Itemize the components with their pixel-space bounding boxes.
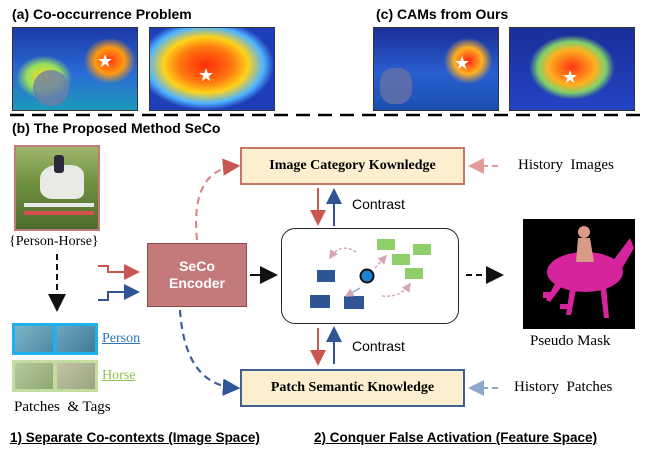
footer-step2: 2) Conquer False Activation (Feature Spa… [314,430,598,445]
mask-horse-body [547,252,623,292]
star-icon: ★ [97,51,114,71]
panel-a-title: (a) Co-occurrence Problem [12,6,192,22]
dashed-arrow-encoder-to-patch-knowledge [178,309,241,396]
mask-horse-leg [566,289,576,315]
mask-rider-body [576,238,594,262]
blue-arrow-into-encoder [98,284,140,301]
patches-caption: Patches & Tags [14,399,111,415]
patch-person-1 [12,323,56,355]
mask-fragment [543,292,553,298]
heatmap-ours-person: ★ [373,27,499,111]
heatmap-cooccurrence-person: ★ [12,27,138,111]
feature-green-rect [405,268,423,279]
feature-push-arrow [381,282,411,297]
panel-c-title: (c) CAMs from Ours [376,6,509,22]
pseudo-mask-caption: Pseudo Mask [530,333,611,349]
input-caption: {Person-Horse} [9,234,99,249]
panel-b-title: (b) The Proposed Method SeCo [12,120,221,136]
mask-fragment [560,304,568,309]
feature-blue-rect [344,296,364,309]
contrast-label-bottom: Contrast [352,338,405,354]
feature-anchor-dot [359,268,375,284]
feature-push-arrow [374,254,388,269]
patch-semantic-knowledge-box: Patch Semantic Knowledge [240,369,465,407]
heatmap-cooccurrence-horse: ★ [149,27,275,111]
history-images-label: History Images [518,157,614,173]
star-icon: ★ [454,53,471,73]
barrel-shape [33,70,69,106]
mask-rider-head [578,226,590,238]
patch-horse-2 [54,360,98,392]
patch-person-2 [54,323,98,355]
heatmap-ours-horse: ★ [509,27,635,111]
tag-person: Person [102,331,141,346]
star-icon: ★ [562,67,579,87]
encoder-line2: Encoder [168,275,225,291]
image-category-knowledge-box: Image Category Kownledge [240,147,465,185]
fence-bar [24,211,94,215]
feature-green-rect [392,254,410,265]
fence-bar [24,203,94,207]
mask-horse-neck [612,238,634,272]
feature-push-arrow [329,247,357,260]
contrast-label-top: Contrast [352,196,405,212]
barrel-shape [380,68,412,104]
seco-encoder: SeCo Encoder [147,243,247,307]
star-icon: ★ [198,65,215,85]
feature-green-rect [413,244,431,255]
tag-horse: Horse [102,368,136,383]
section-separator [10,113,640,117]
encoder-line1: SeCo [179,258,215,274]
feature-green-rect [377,239,395,250]
dashed-arrow-encoder-to-image-knowledge [195,158,241,241]
feature-blue-rect [317,270,335,282]
red-arrow-into-encoder [98,264,140,280]
input-image [14,145,100,231]
feature-pull-arrow [344,287,361,297]
mask-horse-leg [600,285,609,318]
feature-blue-rect [310,295,330,308]
rider-shape [54,155,64,173]
footer-step1: 1) Separate Co-contexts (Image Space) [10,430,260,445]
history-patches-label: History Patches [514,379,613,395]
